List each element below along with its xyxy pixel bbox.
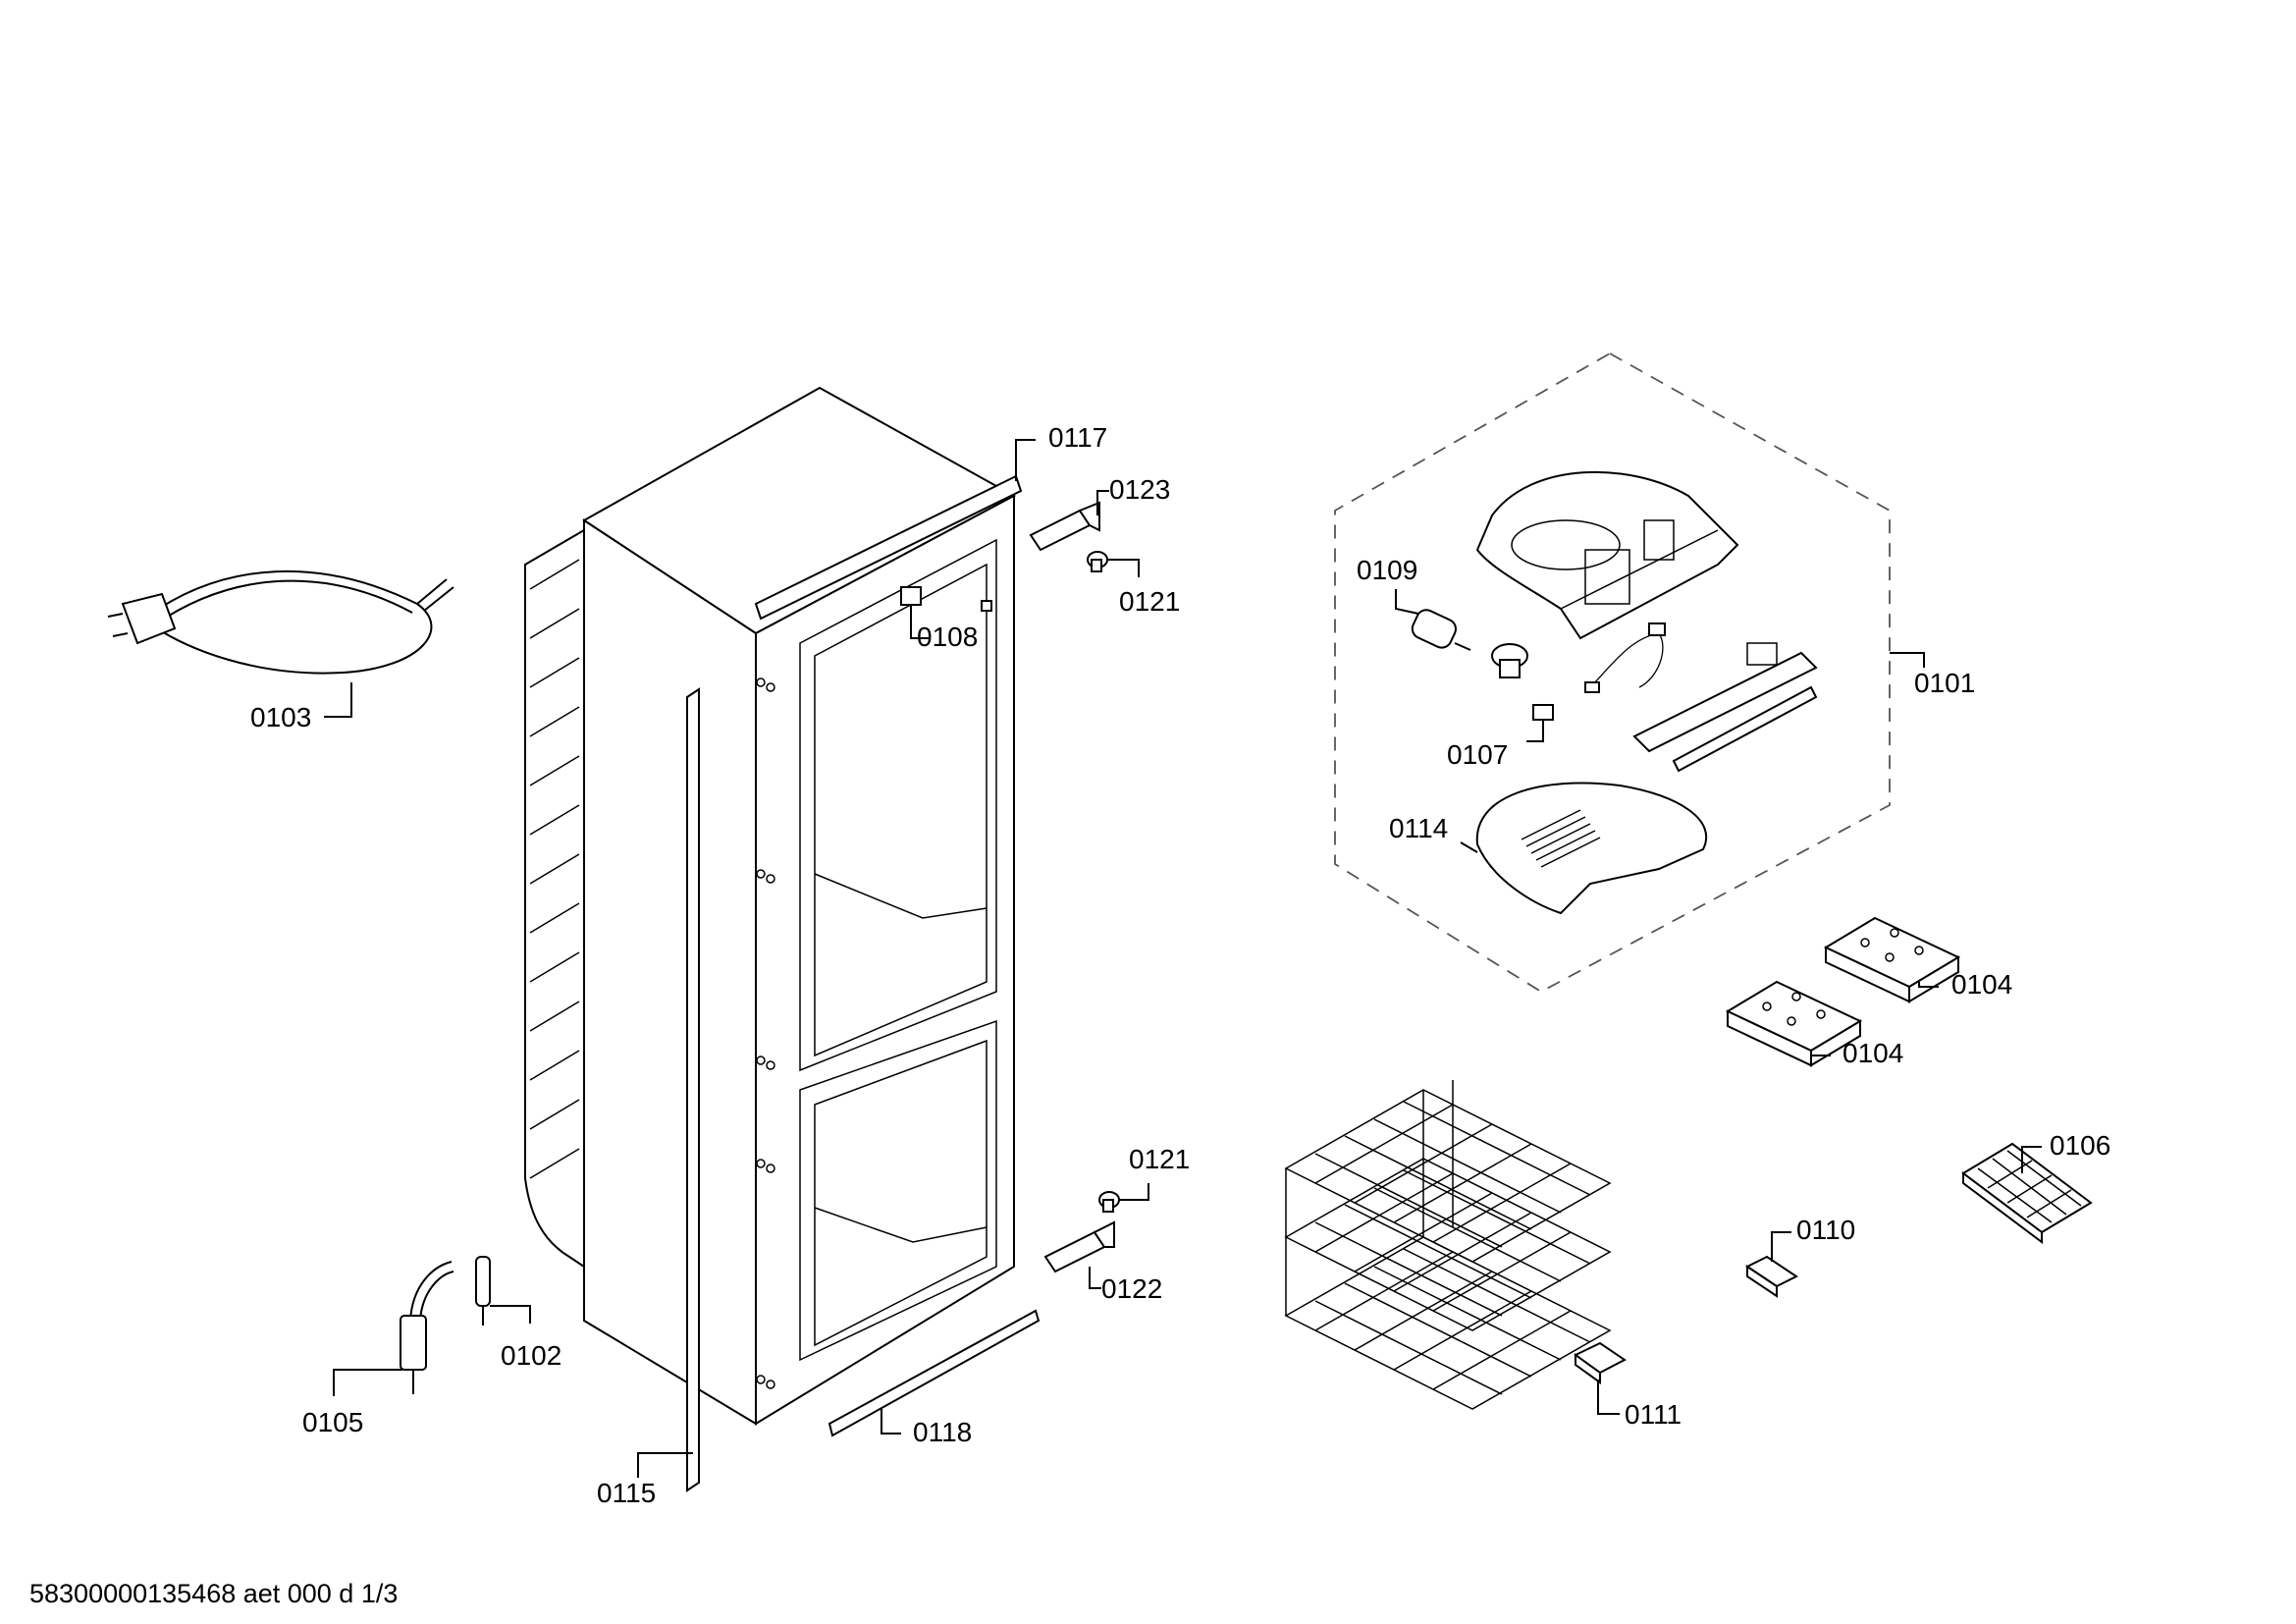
leader-0121-bottom xyxy=(1119,1183,1149,1201)
fan-housing xyxy=(1475,470,1739,640)
condenser-coil xyxy=(529,559,580,1179)
label-0118: 0118 xyxy=(913,1417,972,1447)
ice-pack-0104-bottom xyxy=(1725,980,1863,1067)
label-0105: 0105 xyxy=(302,1407,363,1437)
wire-shelf-bottom xyxy=(1284,1236,1612,1410)
document-id: 58300000135468 aet 000 d 1/3 xyxy=(29,1579,398,1608)
switch-0107 xyxy=(1532,704,1554,721)
fan-cover-0114 xyxy=(1475,782,1708,915)
label-0117: 0117 xyxy=(1048,422,1107,453)
leader-0104-top xyxy=(1918,982,1939,988)
hinge-0122 xyxy=(1043,1220,1115,1273)
label-0104-bottom: 0104 xyxy=(1842,1038,1903,1068)
leader-0115 xyxy=(637,1452,693,1478)
label-0103: 0103 xyxy=(250,702,311,732)
leader-0101 xyxy=(1890,652,1925,668)
label-0109: 0109 xyxy=(1357,555,1417,585)
label-0106: 0106 xyxy=(2050,1130,2110,1161)
leader-0109 xyxy=(1395,589,1419,615)
label-0123: 0123 xyxy=(1109,474,1170,505)
ice-tray-0106 xyxy=(1961,1142,2093,1244)
wire-shelves xyxy=(1284,1080,1612,1410)
leader-0108 xyxy=(910,605,931,639)
leader-0106 xyxy=(2021,1146,2042,1173)
leader-0117 xyxy=(1015,439,1036,481)
label-0111: 0111 xyxy=(1625,1399,1682,1430)
wire-shelf-back-frame xyxy=(1285,1080,1454,1316)
label-0115: 0115 xyxy=(597,1478,656,1508)
leader-0110 xyxy=(1771,1231,1791,1262)
leader-0107 xyxy=(1526,720,1544,742)
label-0121-top: 0121 xyxy=(1119,586,1180,617)
sensor-0105 xyxy=(400,1261,454,1394)
leader-0104-bottom xyxy=(1810,1055,1831,1060)
label-0114: 0114 xyxy=(1389,813,1448,843)
strip-0118 xyxy=(828,1309,1041,1437)
leader-0105 xyxy=(333,1369,402,1396)
ice-pack-0104-top xyxy=(1823,916,1961,1003)
leader-0111 xyxy=(1597,1380,1620,1415)
leader-0102 xyxy=(490,1305,531,1324)
label-0108: 0108 xyxy=(917,622,978,652)
label-0102: 0102 xyxy=(501,1340,561,1371)
motor-0109 xyxy=(1411,609,1471,651)
leader-0114 xyxy=(1460,841,1478,853)
leader-0121-top xyxy=(1107,559,1140,577)
control-board xyxy=(1632,642,1818,773)
label-0121-bottom: 0121 xyxy=(1129,1144,1190,1174)
leader-0123 xyxy=(1096,490,1109,515)
pin-0121-bottom xyxy=(1098,1191,1120,1213)
lamp-socket xyxy=(1491,643,1528,678)
wiring-harness xyxy=(1584,623,1666,693)
hinge-0123 xyxy=(1029,501,1100,552)
label-0101: 0101 xyxy=(1914,668,1975,698)
label-0104-top: 0104 xyxy=(1951,969,2012,1000)
cabinet-body xyxy=(524,386,1023,1426)
wire-shelf-middle xyxy=(1284,1158,1612,1331)
strip-0115 xyxy=(686,687,700,1492)
label-0110: 0110 xyxy=(1796,1215,1855,1245)
part-0110 xyxy=(1745,1255,1798,1298)
leader-0122 xyxy=(1089,1267,1101,1289)
pin-0121-top xyxy=(1087,551,1108,572)
part-0111 xyxy=(1574,1341,1627,1384)
kit-0101-outline xyxy=(1334,352,1891,994)
sensor-0102 xyxy=(475,1256,491,1326)
label-0107: 0107 xyxy=(1447,739,1508,770)
power-cord-0103 xyxy=(107,569,454,675)
leader-0103 xyxy=(324,682,352,718)
leader-0118 xyxy=(881,1409,901,1435)
label-0122: 0122 xyxy=(1101,1273,1162,1304)
